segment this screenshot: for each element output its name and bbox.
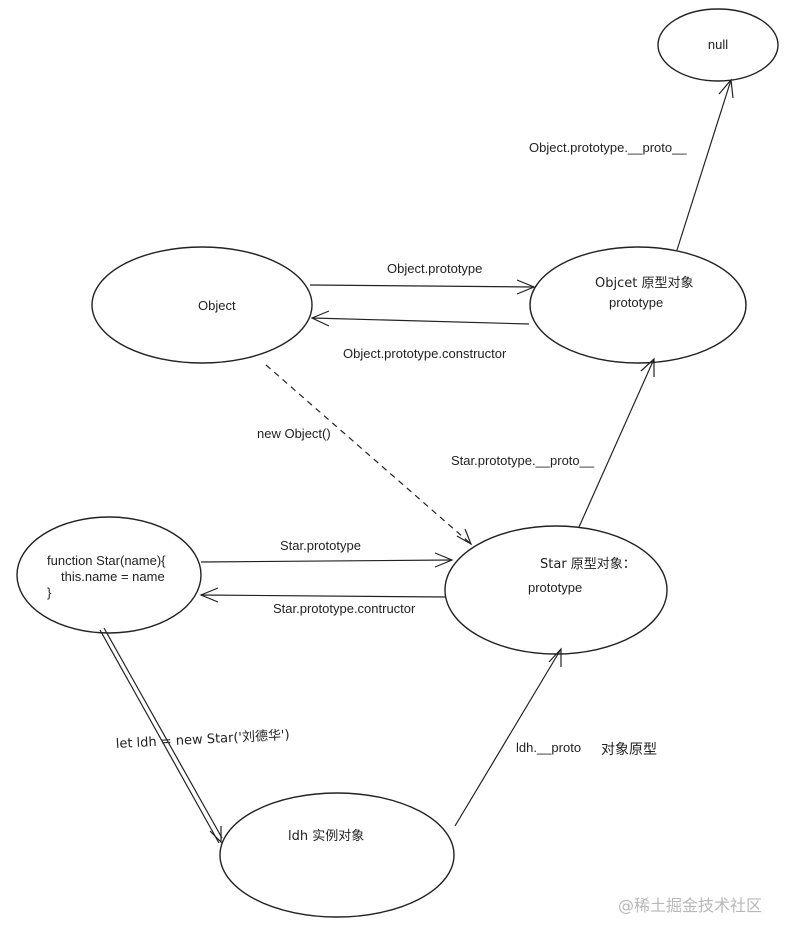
edge-label-ldh-proto-cn: 对象原型	[601, 742, 657, 758]
edge-new-object	[265, 364, 473, 546]
object-node: Object	[91, 246, 313, 364]
edge-ldh-to-star-proto	[454, 647, 562, 827]
watermark: @稀土掘金技术社区	[618, 896, 762, 915]
edge-label-star-constructor: Star.prototype.contructor	[273, 601, 416, 616]
star-function-line2: this.name = name	[61, 569, 165, 584]
ldh-instance-node: ldh 实例对象	[219, 792, 455, 918]
ldh-instance-label: ldh 实例对象	[288, 829, 364, 844]
star-function-node: function Star(name){ this.name = name }	[16, 516, 202, 634]
star-function-line3: }	[47, 585, 52, 600]
edge-object-proto-to-null	[676, 78, 734, 251]
object-prototype-node: Objcet 原型对象 prototype	[529, 246, 747, 364]
star-prototype-node: Star 原型对象： prototype	[444, 525, 668, 655]
edge-prototype-to-object	[310, 310, 530, 327]
object-prototype-label-line1: Objcet 原型对象	[595, 276, 693, 291]
edge-label-object-prototype: Object.prototype	[387, 261, 482, 276]
edge-object-to-prototype	[309, 279, 536, 295]
star-prototype-label-line1: Star 原型对象：	[540, 557, 636, 572]
edge-label-object-constructor: Object.prototype.constructor	[343, 346, 507, 361]
object-node-label: Object	[198, 298, 236, 313]
edge-label-object-proto-proto: Object.prototype.__proto__	[529, 140, 687, 155]
null-node-label: null	[708, 37, 728, 52]
edge-label-ldh-proto: ldh.__proto	[516, 740, 581, 755]
edge-label-new-object: new Object()	[257, 426, 331, 441]
edge-label-star-proto-proto: Star.prototype.__proto__	[451, 453, 595, 468]
edge-star-proto-to-object-proto	[578, 357, 655, 528]
object-prototype-label-line2: prototype	[609, 295, 663, 310]
edge-label-star-prototype: Star.prototype	[280, 538, 361, 553]
edge-star-to-prototype	[200, 552, 454, 568]
edge-prototype-to-star	[199, 587, 447, 603]
star-prototype-label-line2: prototype	[528, 580, 582, 595]
star-function-line1: function Star(name){	[47, 553, 166, 568]
edge-label-new-star: let ldh = new Star('刘德华')	[115, 728, 290, 752]
null-node: null	[657, 8, 779, 82]
edge-new-star	[99, 627, 223, 844]
